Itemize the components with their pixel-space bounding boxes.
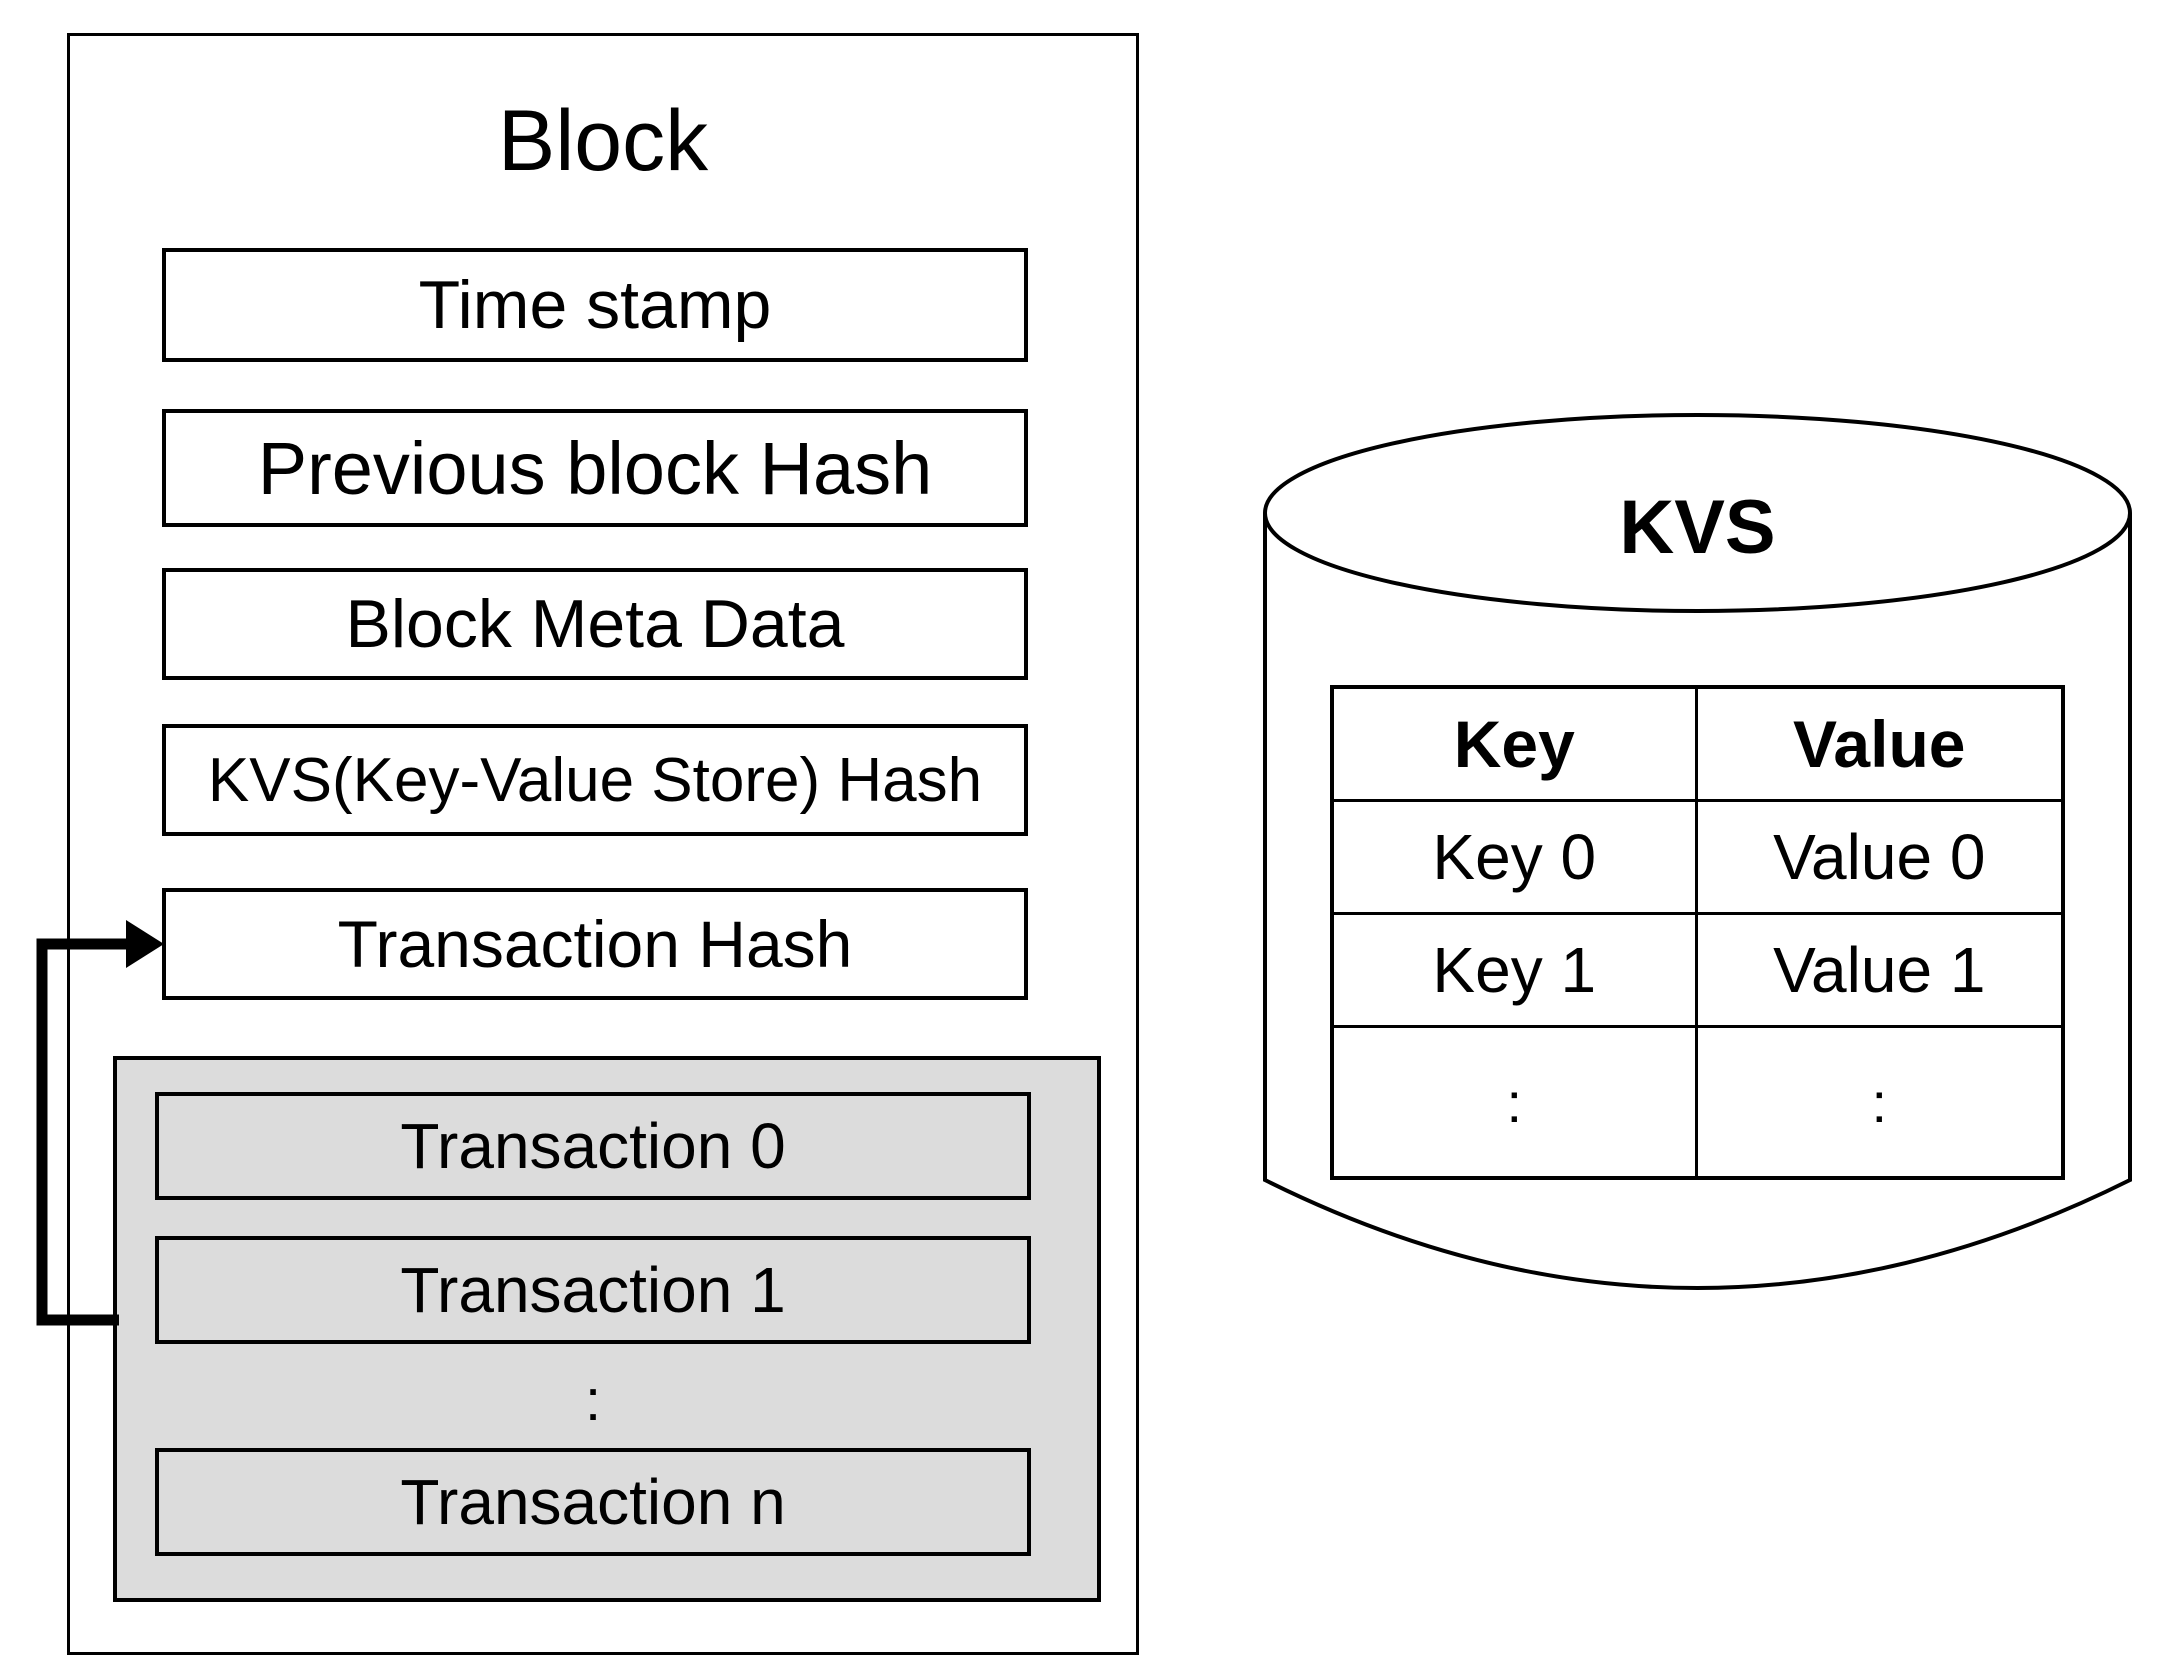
kvs-table-cell-key-ellipsis: :: [1334, 1028, 1698, 1176]
field-kvs-hash: KVS(Key-Value Store) Hash: [162, 724, 1028, 836]
kvs-table: Key Value Key 0 Value 0 Key 1 Value 1 : …: [1330, 685, 2065, 1180]
kvs-title: KVS: [1619, 485, 1776, 570]
kvs-table-cell-value-ellipsis: :: [1697, 1028, 2061, 1176]
field-transaction-hash: Transaction Hash: [162, 888, 1028, 1000]
kvs-table-header-key: Key: [1334, 689, 1698, 802]
field-transaction-hash-label: Transaction Hash: [337, 907, 853, 981]
field-previous-block-hash: Previous block Hash: [162, 409, 1028, 527]
transaction-n-label: Transaction n: [400, 1466, 786, 1538]
kvs-table-cell-key1: Key 1: [1334, 915, 1698, 1028]
transactions-ellipsis: :: [584, 1367, 602, 1433]
transaction-1-box: Transaction 1: [155, 1236, 1031, 1344]
block-title: Block: [497, 93, 709, 189]
field-kvs-hash-label: KVS(Key-Value Store) Hash: [207, 745, 983, 815]
kvs-table-header-value: Value: [1697, 689, 2061, 802]
field-block-meta-data: Block Meta Data: [162, 568, 1028, 680]
kvs-table-cell-key0: Key 0: [1334, 802, 1698, 915]
transaction-n-box: Transaction n: [155, 1448, 1031, 1556]
field-time-stamp-label: Time stamp: [418, 267, 772, 343]
transaction-1-label: Transaction 1: [400, 1254, 786, 1326]
transaction-0-label: Transaction 0: [400, 1110, 786, 1182]
field-block-meta-data-label: Block Meta Data: [345, 586, 845, 662]
kvs-table-cell-value0: Value 0: [1697, 802, 2061, 915]
field-previous-block-hash-label: Previous block Hash: [257, 426, 933, 510]
transaction-0-box: Transaction 0: [155, 1092, 1031, 1200]
field-time-stamp: Time stamp: [162, 248, 1028, 362]
kvs-table-cell-value1: Value 1: [1697, 915, 2061, 1028]
